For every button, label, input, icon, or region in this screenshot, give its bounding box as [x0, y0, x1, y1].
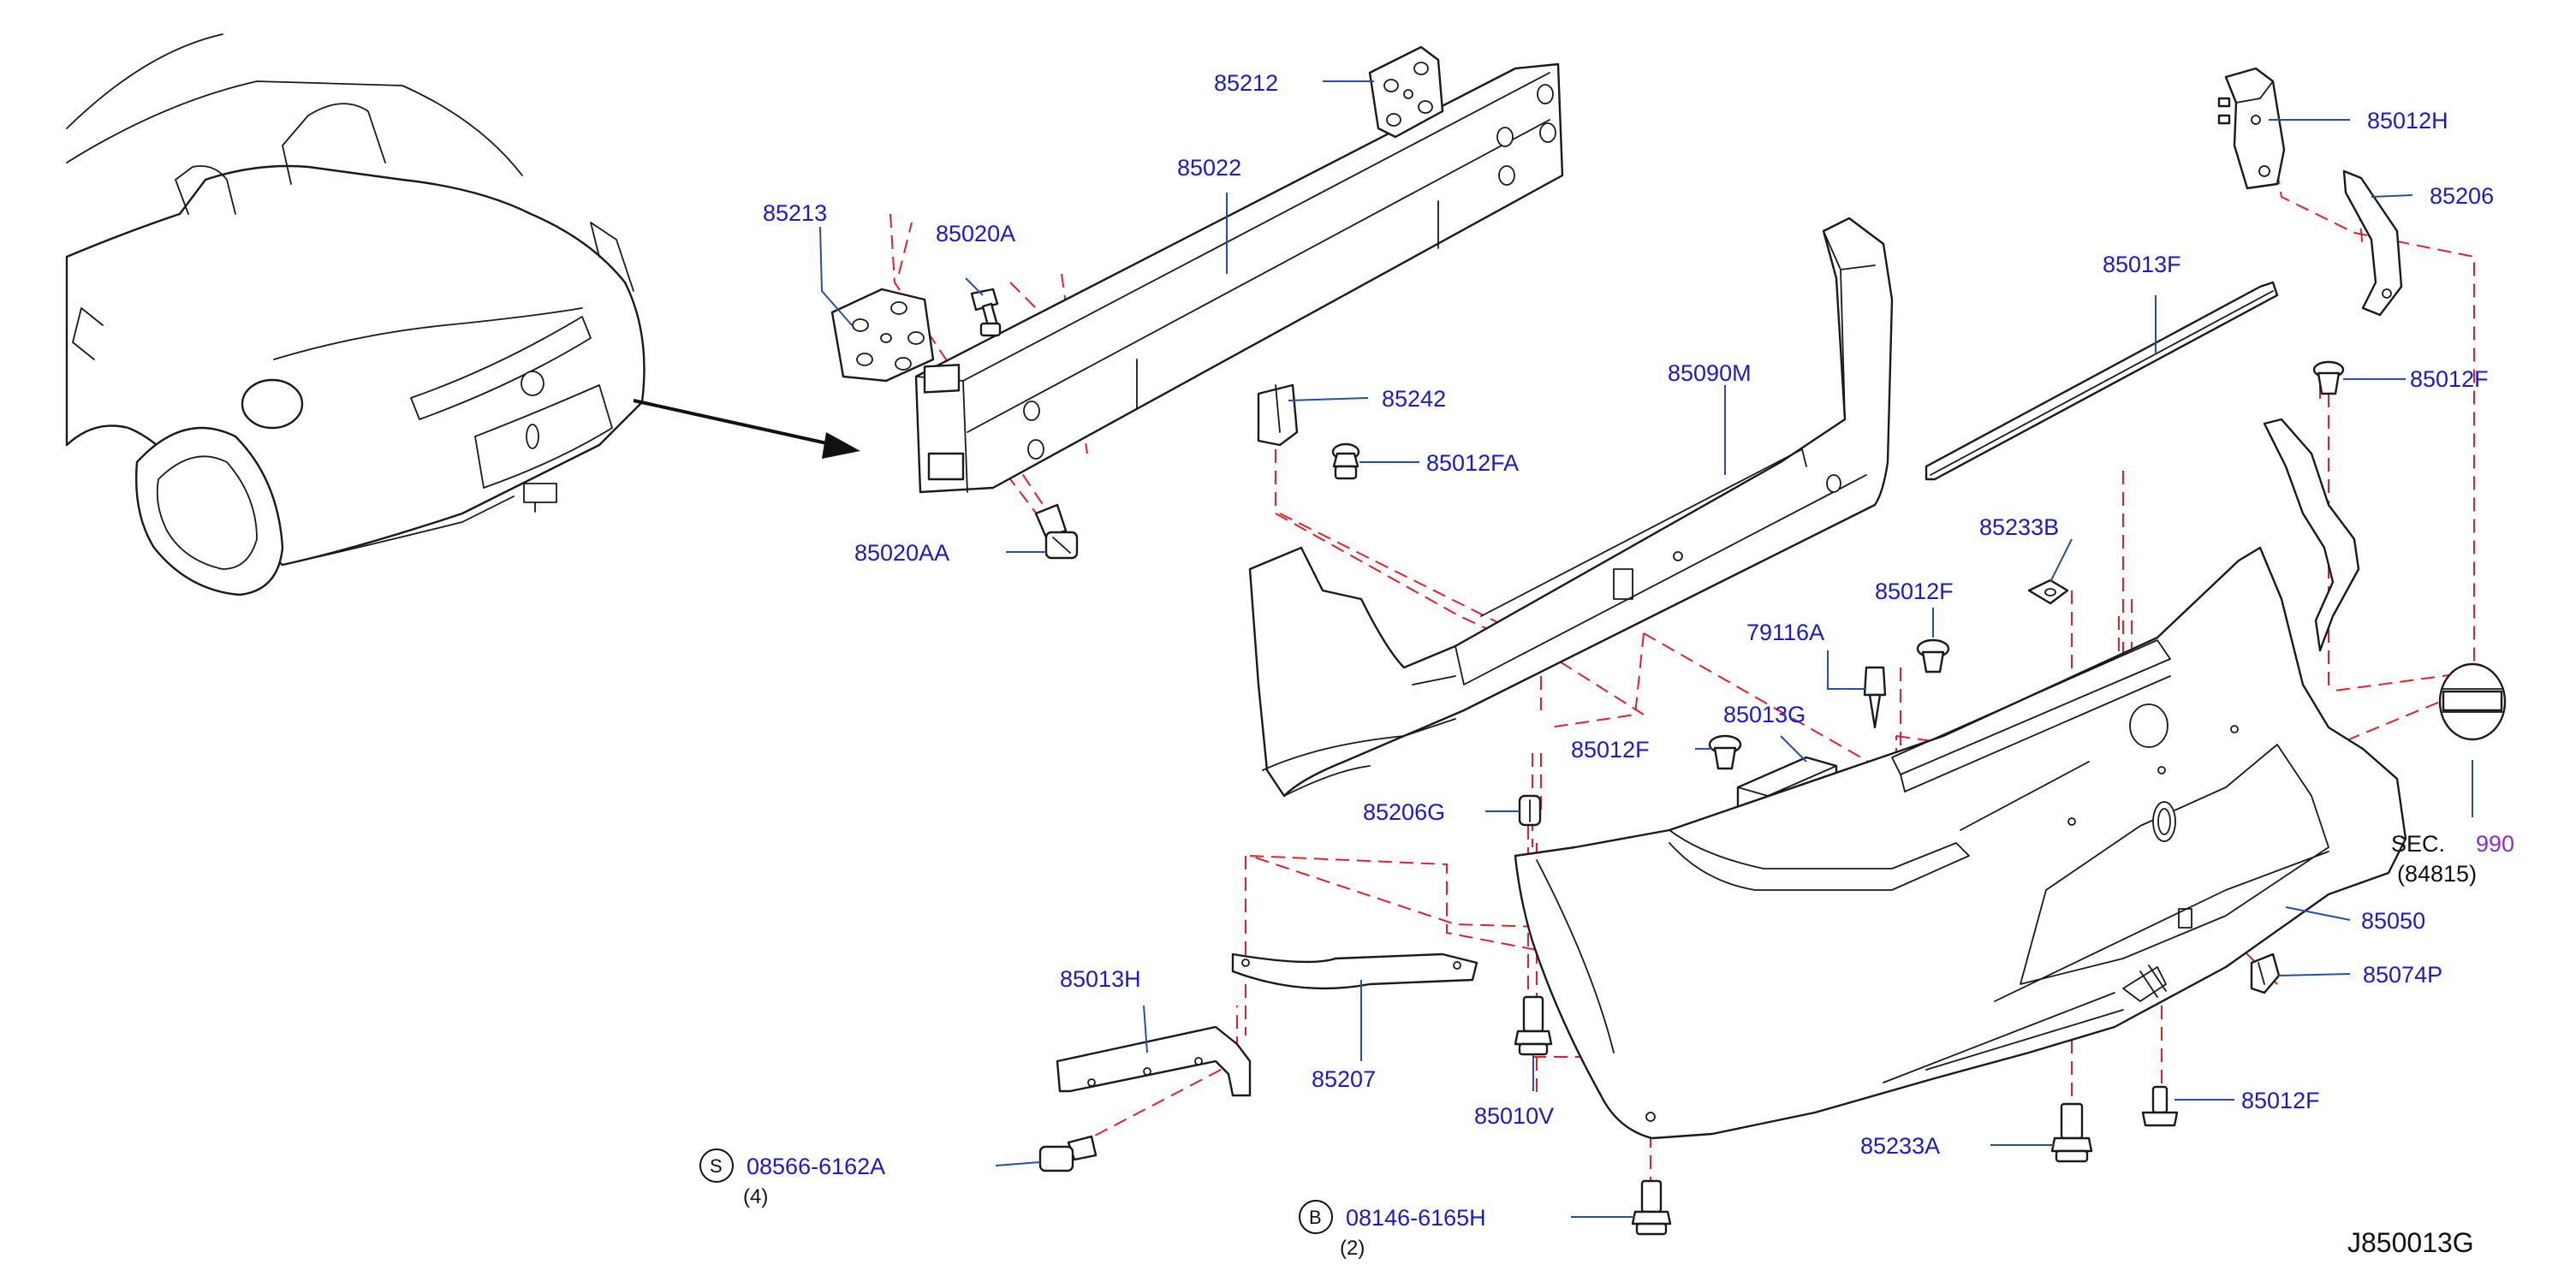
- label-85242: 85242: [1382, 386, 1446, 412]
- label-79116A: 79116A: [1746, 620, 1824, 645]
- bumper-fascia-85050: [1514, 546, 2407, 1140]
- label-85012F-left: 85012F: [1571, 737, 1650, 763]
- label-85013G: 85013G: [1723, 702, 1806, 727]
- clip-85012F-mid: [1916, 638, 1950, 674]
- label-85010V: 85010V: [1474, 1103, 1554, 1129]
- car-rear-overview-illustration: [65, 33, 645, 596]
- clip-85012F-right: [2312, 360, 2345, 395]
- clip-85012FA: [1331, 442, 1360, 480]
- qty-08566-6162A: (4): [743, 1185, 768, 1208]
- upper-strip-85013F: [1925, 281, 2279, 481]
- clip-85012F-left: [1708, 734, 1742, 770]
- label-85012H: 85012H: [2367, 108, 2448, 134]
- section-number: 990: [2476, 831, 2514, 857]
- bracket-85212: [1368, 45, 1444, 139]
- label-85090M: 85090M: [1668, 360, 1752, 386]
- section-prefix: SEC.: [2391, 831, 2445, 857]
- fastener-b-letter: B: [1309, 1207, 1322, 1228]
- label-85020AA: 85020AA: [854, 540, 949, 566]
- bracket-85213: [830, 288, 935, 383]
- bracket-85206: [2342, 169, 2403, 317]
- strip-85207: [1231, 952, 1478, 990]
- label-85013F: 85013F: [2103, 252, 2181, 277]
- leader-lines: [819, 80, 2473, 1218]
- bolt-85010V: [1514, 995, 1553, 1056]
- label-85074P: 85074P: [2363, 962, 2442, 988]
- fastener-s-circle: [699, 1148, 734, 1183]
- bracket-85012H: [2217, 67, 2286, 190]
- bolt-85233A: [2050, 1102, 2093, 1163]
- screw-79116A: [1863, 666, 1887, 729]
- label-85022: 85022: [1177, 155, 1241, 181]
- label-85212: 85212: [1214, 70, 1278, 96]
- label-85233A: 85233A: [1860, 1133, 1940, 1159]
- fastener-b-circle: [1299, 1200, 1333, 1234]
- bolt-85020A: [970, 288, 1002, 337]
- bolt-08146-6165H: [1631, 1179, 1672, 1236]
- side-bracket-85013H: [1056, 1025, 1252, 1097]
- label-85206G: 85206G: [1363, 799, 1445, 825]
- clip-85206G: [1518, 794, 1542, 827]
- bolt-85020AA: [1034, 503, 1079, 560]
- label-85012F-mid: 85012F: [1875, 579, 1954, 604]
- diagram-code: J850013G: [2347, 1227, 2474, 1258]
- energy-absorber-85090M: [1248, 217, 1894, 798]
- label-08566-6162A: 08566-6162A: [747, 1154, 885, 1179]
- reinforcement-beam-85022: [914, 62, 1564, 494]
- nut-85233B: [2027, 579, 2069, 605]
- label-85233B: 85233B: [1979, 514, 2059, 540]
- pointer-arrow: [633, 399, 860, 459]
- section-sub: (84815): [2397, 861, 2477, 887]
- label-85207: 85207: [1312, 1066, 1376, 1092]
- bolt-08566-6162A: [1038, 1135, 1098, 1172]
- clip-85012F-bottom: [2141, 1085, 2179, 1127]
- fastener-s-letter: S: [710, 1155, 723, 1177]
- label-85213: 85213: [763, 200, 827, 226]
- part-labels: 85212 85022 85213 85020A 85020AA 85242 8…: [699, 70, 2514, 1260]
- label-85012F-right: 85012F: [2410, 366, 2489, 392]
- label-85012F-bottom: 85012F: [2241, 1088, 2320, 1113]
- label-08146-6165H: 08146-6165H: [1346, 1205, 1486, 1231]
- label-85020A: 85020A: [936, 221, 1015, 246]
- bracket-85242: [1257, 383, 1299, 447]
- label-85050: 85050: [2361, 908, 2425, 934]
- cover-85074P: [2250, 952, 2281, 994]
- qty-08146-6165H: (2): [1340, 1237, 1365, 1260]
- label-85206: 85206: [2430, 183, 2494, 209]
- emblem-sec-990: [2438, 662, 2507, 741]
- label-85013H: 85013H: [1060, 966, 1141, 992]
- side-bracket-right: [2263, 418, 2360, 652]
- label-85012FA: 85012FA: [1426, 450, 1519, 476]
